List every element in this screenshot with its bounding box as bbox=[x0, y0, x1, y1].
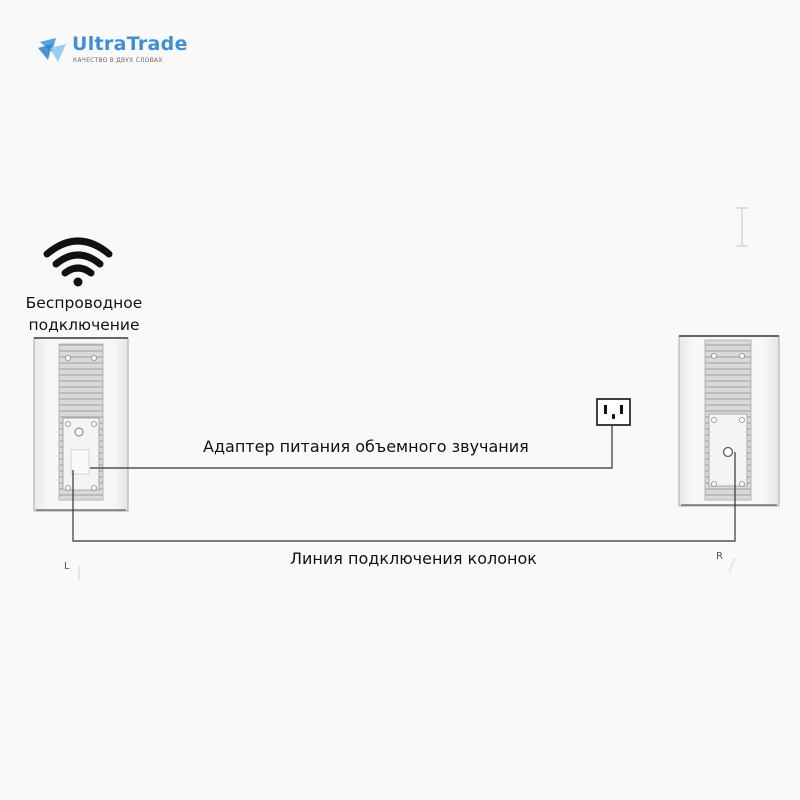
speaker-connection-cable bbox=[72, 452, 736, 542]
dimension-marker bbox=[736, 207, 748, 247]
right-speaker-mark: R bbox=[716, 551, 723, 562]
power-adapter-label: Адаптер питания объемного звучания bbox=[203, 437, 529, 456]
wifi-icon bbox=[43, 237, 113, 287]
left-speaker bbox=[33, 337, 129, 512]
power-outlet-icon bbox=[596, 398, 631, 426]
logo-brand: UltraTrade bbox=[72, 33, 188, 55]
ultratrade-logo-icon bbox=[38, 38, 66, 62]
wireless-label-line1: Беспроводное bbox=[25, 294, 143, 312]
right-speaker bbox=[678, 335, 780, 507]
power-adapter-cable bbox=[90, 426, 613, 469]
wireless-label-line2: подключение bbox=[28, 316, 140, 334]
wireless-label: Беспроводное подключение bbox=[14, 292, 154, 336]
logo: UltraTrade КАЧЕСТВО В ДВУХ СЛОВАХ bbox=[28, 28, 188, 72]
logo-tagline: КАЧЕСТВО В ДВУХ СЛОВАХ bbox=[73, 57, 163, 64]
speaker-line-label: Линия подключения колонок bbox=[290, 549, 537, 568]
left-speaker-mark: L bbox=[64, 561, 70, 572]
